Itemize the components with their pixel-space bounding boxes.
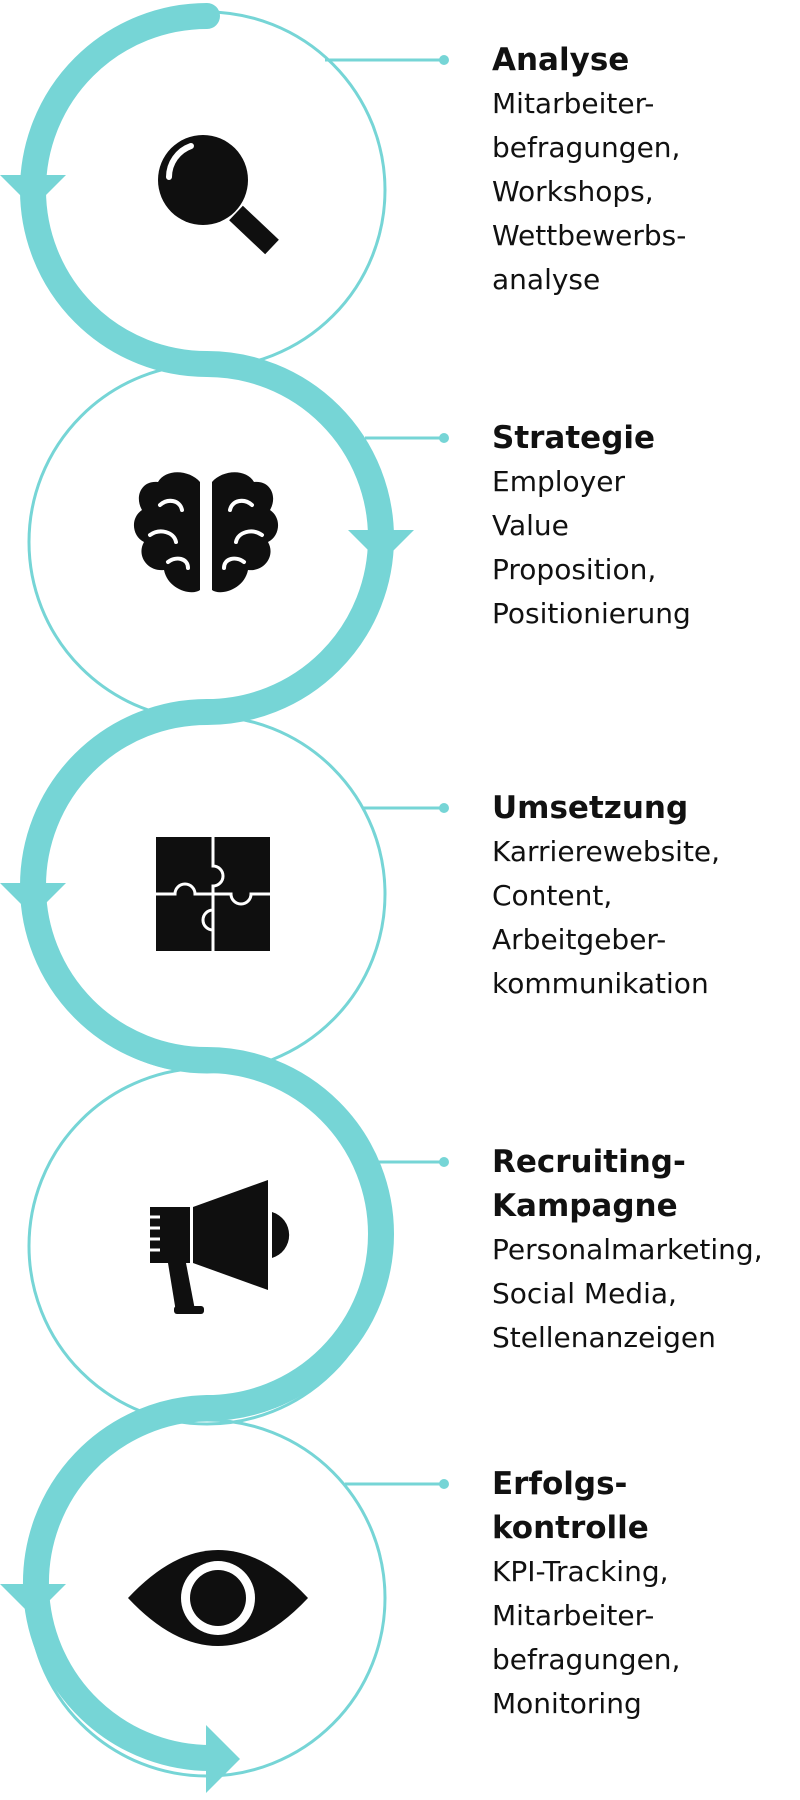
step-erfolgskontrolle: Erfolgs- kontrolle KPI-Tracking, Mitarbe…: [492, 1462, 792, 1726]
desc-line: Positionierung: [492, 597, 691, 630]
step-title: Recruiting- Kampagne: [492, 1140, 792, 1228]
desc-line: Wettbewerbs-: [492, 219, 687, 252]
puzzle-icon: [156, 837, 270, 951]
flow-arrow-4: [0, 1584, 66, 1617]
desc-line: KPI-Tracking,: [492, 1555, 669, 1588]
step-strategie: Strategie Employer Value Proposition, Po…: [492, 416, 792, 636]
desc-line: Stellenanzeigen: [492, 1321, 716, 1354]
brain-icon: [133, 472, 279, 593]
title-line: Erfolgs-: [492, 1466, 628, 1502]
desc-line: analyse: [492, 263, 601, 296]
step-description: Personalmarketing, Social Media, Stellen…: [492, 1228, 792, 1360]
step-description: Karrierewebsite, Content, Arbeitgeber- k…: [492, 830, 792, 1006]
step-recruiting-kampagne: Recruiting- Kampagne Personalmarketing, …: [492, 1140, 792, 1360]
title-line: Analyse: [492, 42, 630, 78]
step-description: Employer Value Proposition, Positionieru…: [492, 460, 792, 636]
megaphone-icon: [146, 1180, 290, 1314]
desc-line: befragungen,: [492, 1643, 681, 1676]
title-line: kontrolle: [492, 1510, 649, 1546]
step-analyse: Analyse Mitarbeiter- befragungen, Worksh…: [492, 38, 792, 302]
desc-line: befragungen,: [492, 131, 681, 164]
connector-3: [362, 803, 449, 813]
step-title: Analyse: [492, 38, 792, 82]
step-umsetzung: Umsetzung Karrierewebsite, Content, Arbe…: [492, 786, 792, 1006]
desc-line: Employer: [492, 465, 625, 498]
title-line: Recruiting-: [492, 1144, 686, 1180]
step-title: Erfolgs- kontrolle: [492, 1462, 792, 1550]
desc-line: Social Media,: [492, 1277, 677, 1310]
desc-line: Mitarbeiter-: [492, 87, 655, 120]
magnifier-icon: [158, 135, 279, 255]
step-description: KPI-Tracking, Mitarbeiter- befragungen, …: [492, 1550, 792, 1726]
desc-line: Content,: [492, 879, 613, 912]
desc-line: Value: [492, 509, 569, 542]
flow-arrow-3: [0, 883, 66, 916]
desc-line: Arbeitgeber-: [492, 923, 667, 956]
connector-1: [325, 55, 449, 65]
title-line: Strategie: [492, 420, 656, 456]
desc-line: Monitoring: [492, 1687, 642, 1720]
flow-arrow-5: [206, 1725, 240, 1793]
connector-4: [378, 1157, 449, 1167]
step-title: Strategie: [492, 416, 792, 460]
desc-line: kommunikation: [492, 967, 709, 1000]
eye-icon: [128, 1550, 308, 1646]
flow-arrow-1: [0, 175, 66, 208]
desc-line: Workshops,: [492, 175, 654, 208]
desc-line: Karrierewebsite,: [492, 835, 721, 868]
step-description: Mitarbeiter- befragungen, Workshops, Wet…: [492, 82, 792, 302]
title-line: Kampagne: [492, 1188, 678, 1224]
connector-5: [345, 1479, 449, 1489]
flow-arrow-2: [348, 530, 414, 563]
step-title: Umsetzung: [492, 786, 792, 830]
title-line: Umsetzung: [492, 790, 689, 826]
desc-line: Personalmarketing,: [492, 1233, 763, 1266]
desc-line: Proposition,: [492, 553, 657, 586]
desc-line: Mitarbeiter-: [492, 1599, 655, 1632]
connector-2: [365, 433, 449, 443]
